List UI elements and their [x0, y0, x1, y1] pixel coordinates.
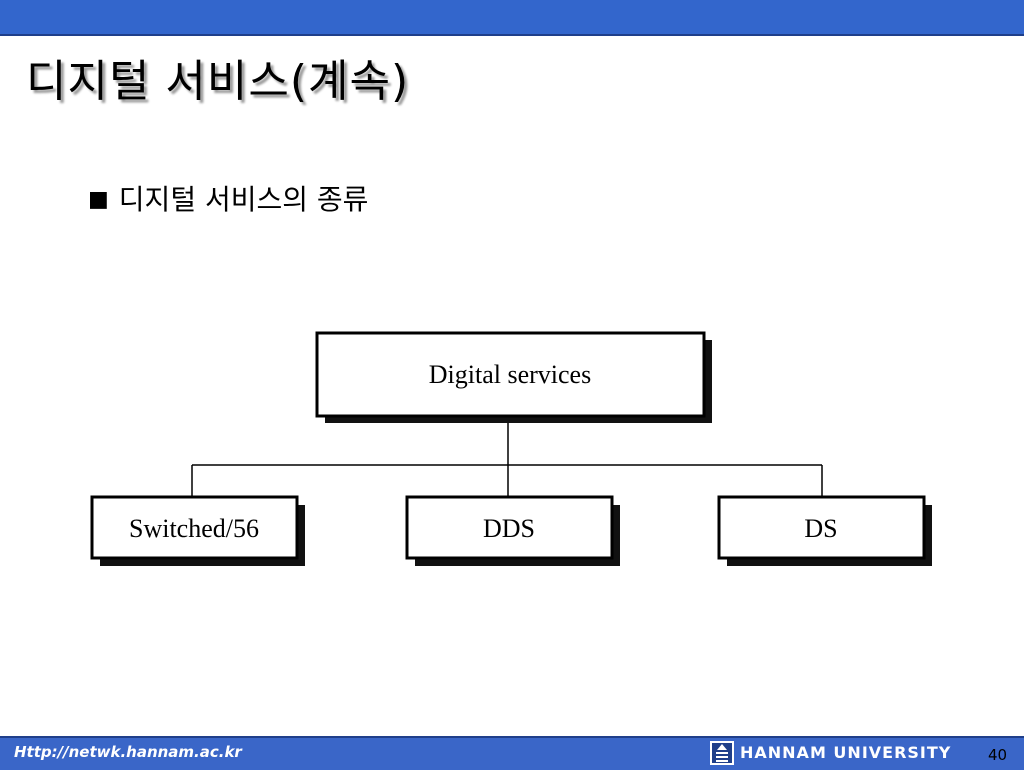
- bullet-text: 디지털 서비스의 종류: [118, 183, 369, 216]
- child-node-box: [717, 495, 926, 560]
- root-node-box: [315, 331, 706, 418]
- child-node-box: [405, 495, 614, 560]
- slide-title: 디지털 서비스(계속): [26, 56, 410, 107]
- top-header-bar: [0, 0, 1024, 36]
- connector-lines: [191, 416, 823, 497]
- footer-url-link[interactable]: Http://netwk.hannam.ac.kr: [14, 743, 242, 761]
- page-number: 40: [988, 746, 1008, 764]
- child-node: DS: [717, 495, 932, 566]
- footer-bar: Http://netwk.hannam.ac.kr HANNAM UNIVERS…: [0, 736, 1024, 770]
- child-node-label: DS: [804, 514, 837, 543]
- child-node-label: Switched/56: [129, 514, 259, 543]
- footer-university-name: HANNAM UNIVERSITY: [740, 743, 952, 762]
- hannam-logo-icon: [710, 741, 734, 765]
- child-node: Switched/56: [90, 495, 305, 566]
- root-node-label: Digital services: [429, 360, 591, 389]
- child-node-box: [90, 495, 299, 560]
- root-node: Digital services: [315, 331, 712, 423]
- bullet-marker: ■: [88, 187, 109, 212]
- child-node: DDS: [405, 495, 620, 566]
- child-node-label: DDS: [483, 514, 535, 543]
- bullet-item: ■ 디지털 서비스의 종류: [88, 180, 368, 220]
